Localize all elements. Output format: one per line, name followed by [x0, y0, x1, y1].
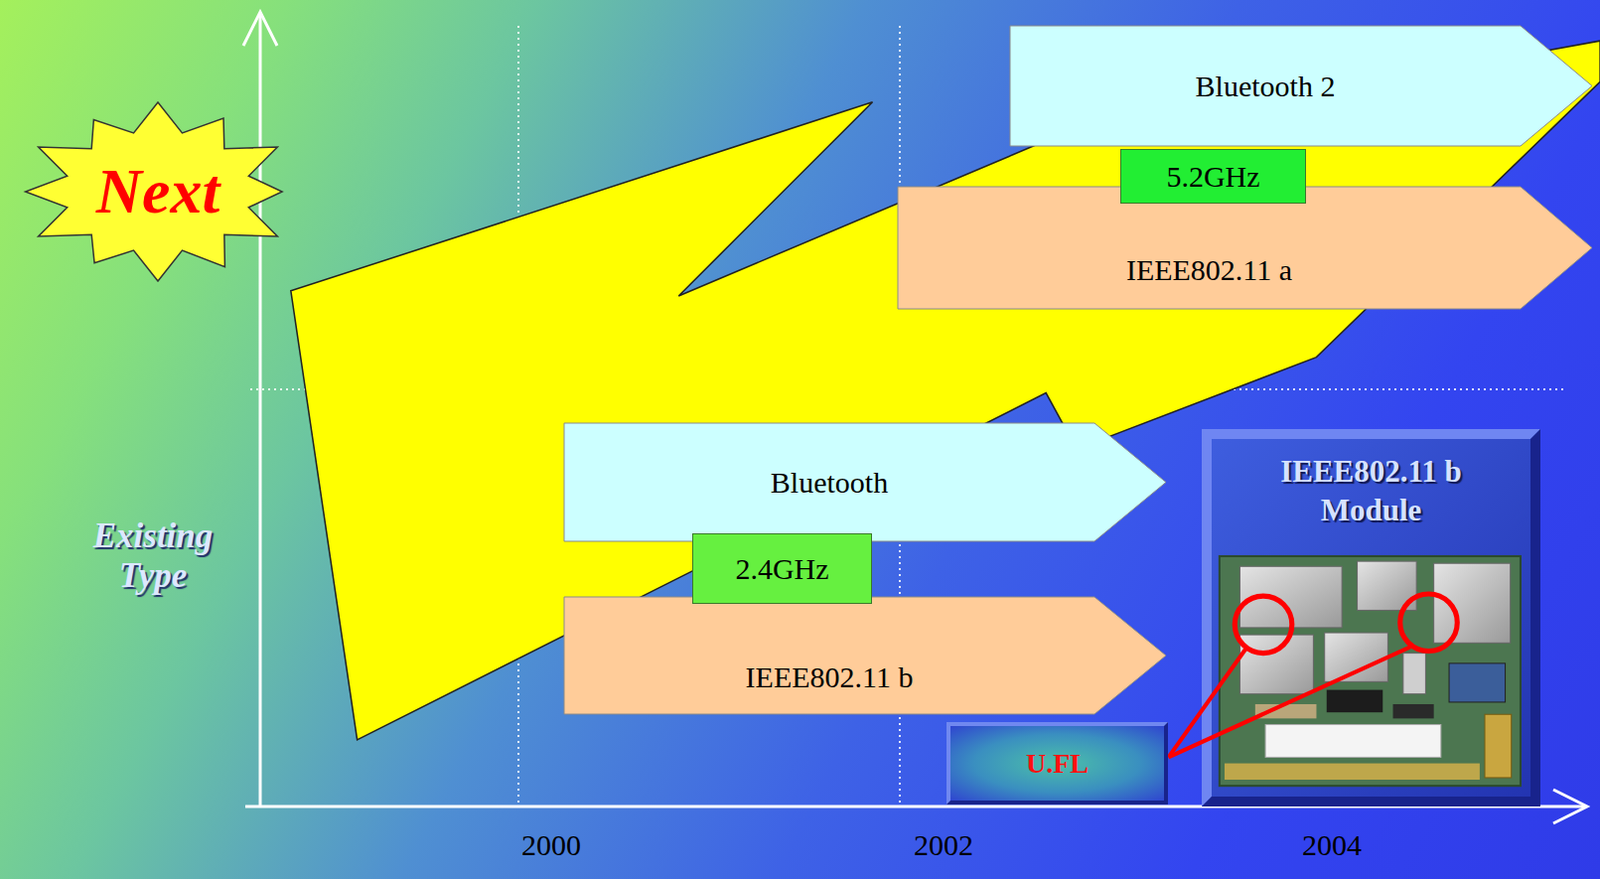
technology-arrow: IEEE802.11 a	[897, 186, 1593, 309]
shape-fill	[897, 186, 1593, 309]
axis-category: Existing Type	[78, 516, 228, 596]
node-text: IEEE802.11 b Module	[1257, 452, 1486, 531]
shape-fill	[25, 102, 284, 282]
connector-box: U.FL	[946, 722, 1168, 805]
node-text: IEEE802.11 b	[745, 660, 914, 695]
module-photo	[1167, 556, 1520, 786]
year-label: 2002	[913, 828, 974, 863]
node-text: Bluetooth	[770, 465, 888, 500]
band-tag: 5.2GHz	[1120, 148, 1307, 204]
technology-arrow: Bluetooth	[564, 423, 1166, 542]
arrow-outline	[897, 186, 1593, 309]
shape-fill	[1010, 25, 1593, 146]
next-starburst: Next	[19, 102, 296, 282]
node-text: 5.2GHz	[1165, 159, 1260, 194]
band-tag: 2.4GHz	[692, 533, 873, 604]
technology-arrow: Bluetooth 2	[1010, 25, 1593, 146]
module-panel	[1201, 429, 1541, 807]
module-panel-box: IEEE802.11 b Module	[1201, 429, 1541, 807]
shape-fill	[564, 596, 1166, 715]
year-label: 2000	[521, 828, 582, 863]
arrow-outline	[564, 596, 1166, 715]
node-text: 2.4GHz	[734, 552, 829, 586]
node-text: Bluetooth 2	[1195, 69, 1336, 104]
shape-fill	[564, 423, 1166, 542]
technology-arrow: IEEE802.11 b	[564, 596, 1166, 715]
node-text: U.FL	[1025, 747, 1089, 780]
node-text: IEEE802.11 a	[1126, 253, 1293, 288]
year-label: 2004	[1302, 828, 1362, 863]
node-text: Next	[96, 154, 220, 229]
